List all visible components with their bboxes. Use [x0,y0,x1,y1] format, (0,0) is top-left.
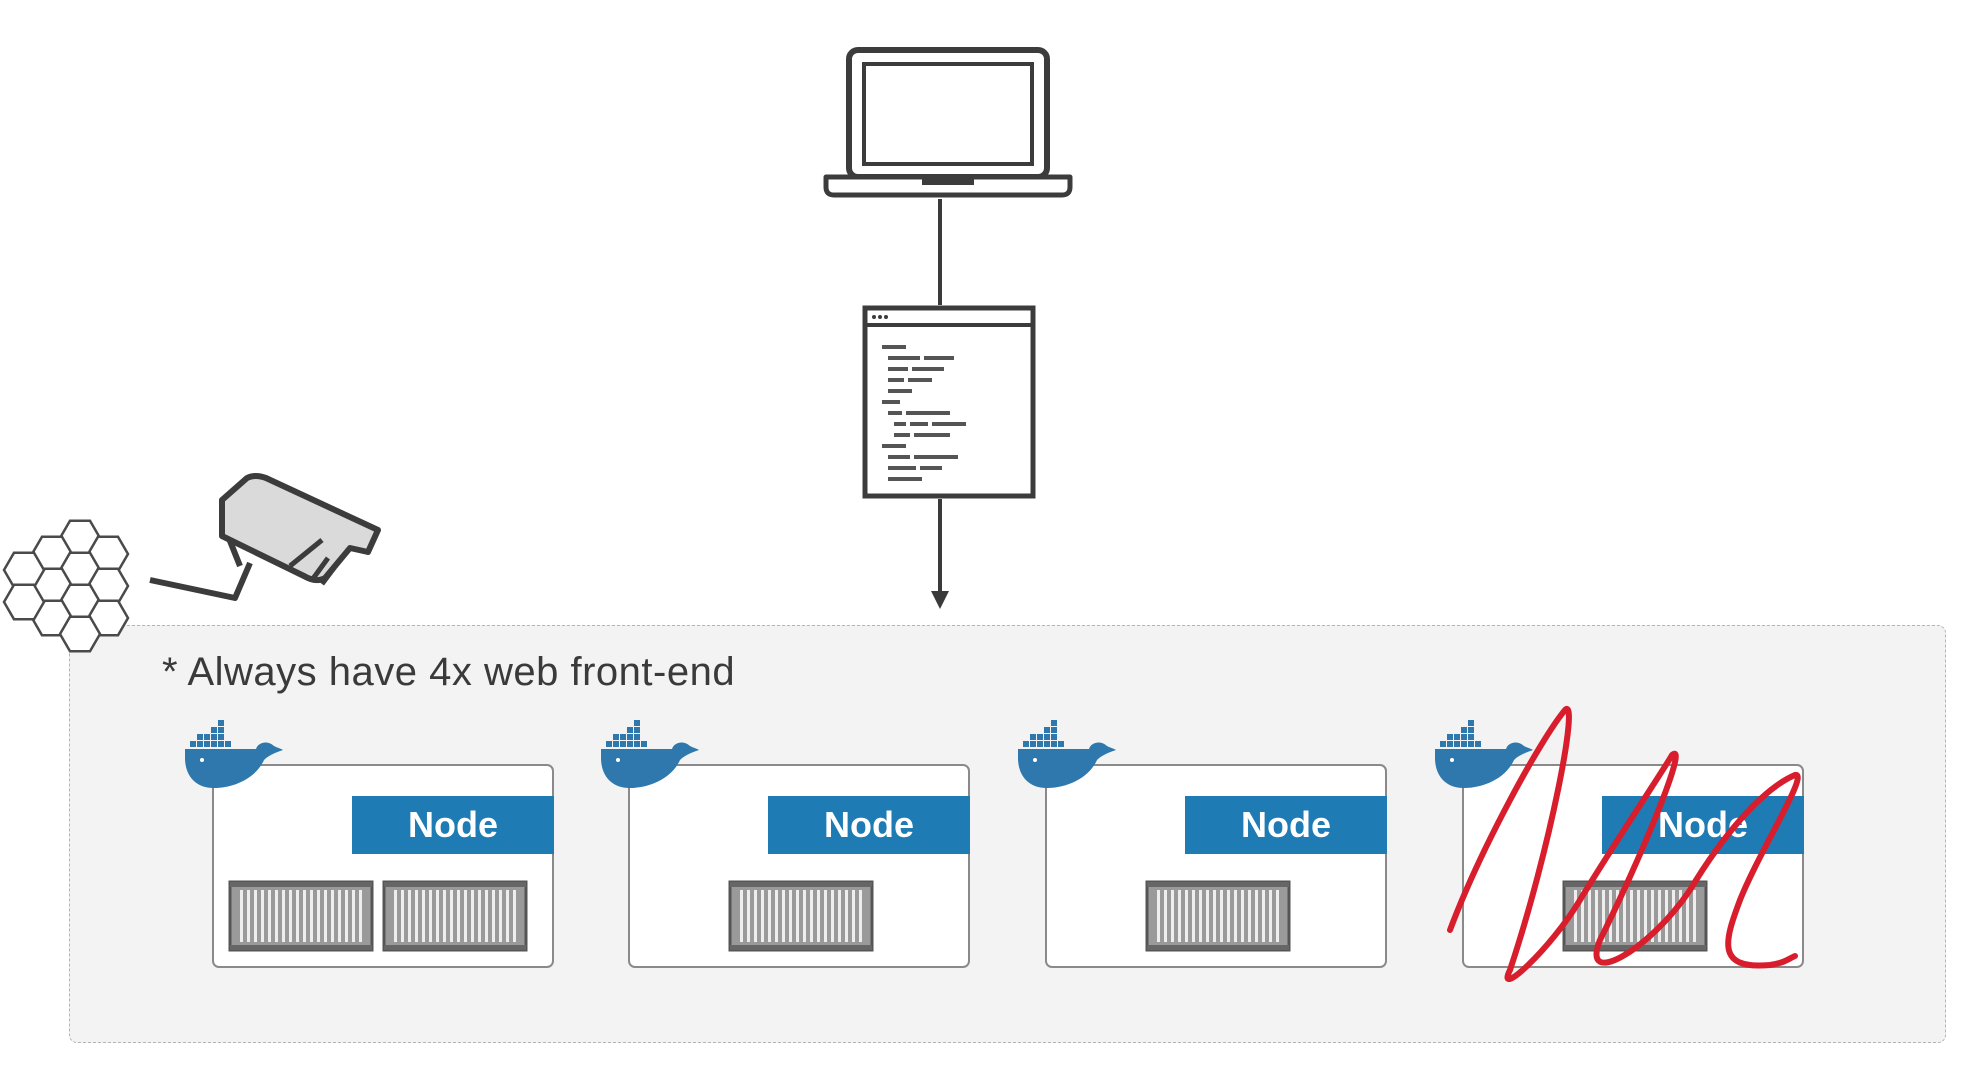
docker-whale-icon [601,720,699,788]
node-label: Node [352,796,554,854]
shipping-container-icon [228,880,374,952]
container-group [228,880,528,952]
shipping-container-icon [1562,880,1708,952]
shipping-container-icon [728,880,874,952]
config-file-icon [862,305,1036,499]
node-label: Node [1602,796,1804,854]
policy-note: * Always have 4x web front-end [162,650,736,694]
hexagon-cell [2,583,46,621]
hexagon-cluster-icon [2,519,130,653]
node-label: Node [1185,796,1387,854]
container-group [728,880,874,952]
node-card-3: Node [1045,764,1387,968]
hexagon-cell [2,551,46,589]
node-label: Node [768,796,970,854]
container-group [1562,880,1708,952]
laptop-icon [823,47,1073,198]
surveillance-camera-icon [149,473,381,601]
container-group [1145,880,1291,952]
red-scribble [1447,706,1801,982]
deploy-arrow [931,499,949,609]
node-card-1: Node [212,764,554,968]
connector-line [938,199,942,305]
hexagon-cell [58,615,102,653]
docker-whale-icon [185,720,283,788]
shipping-container-icon [382,880,528,952]
docker-whale-icon [1018,720,1116,788]
node-card-2: Node [628,764,970,968]
shipping-container-icon [1145,880,1291,952]
